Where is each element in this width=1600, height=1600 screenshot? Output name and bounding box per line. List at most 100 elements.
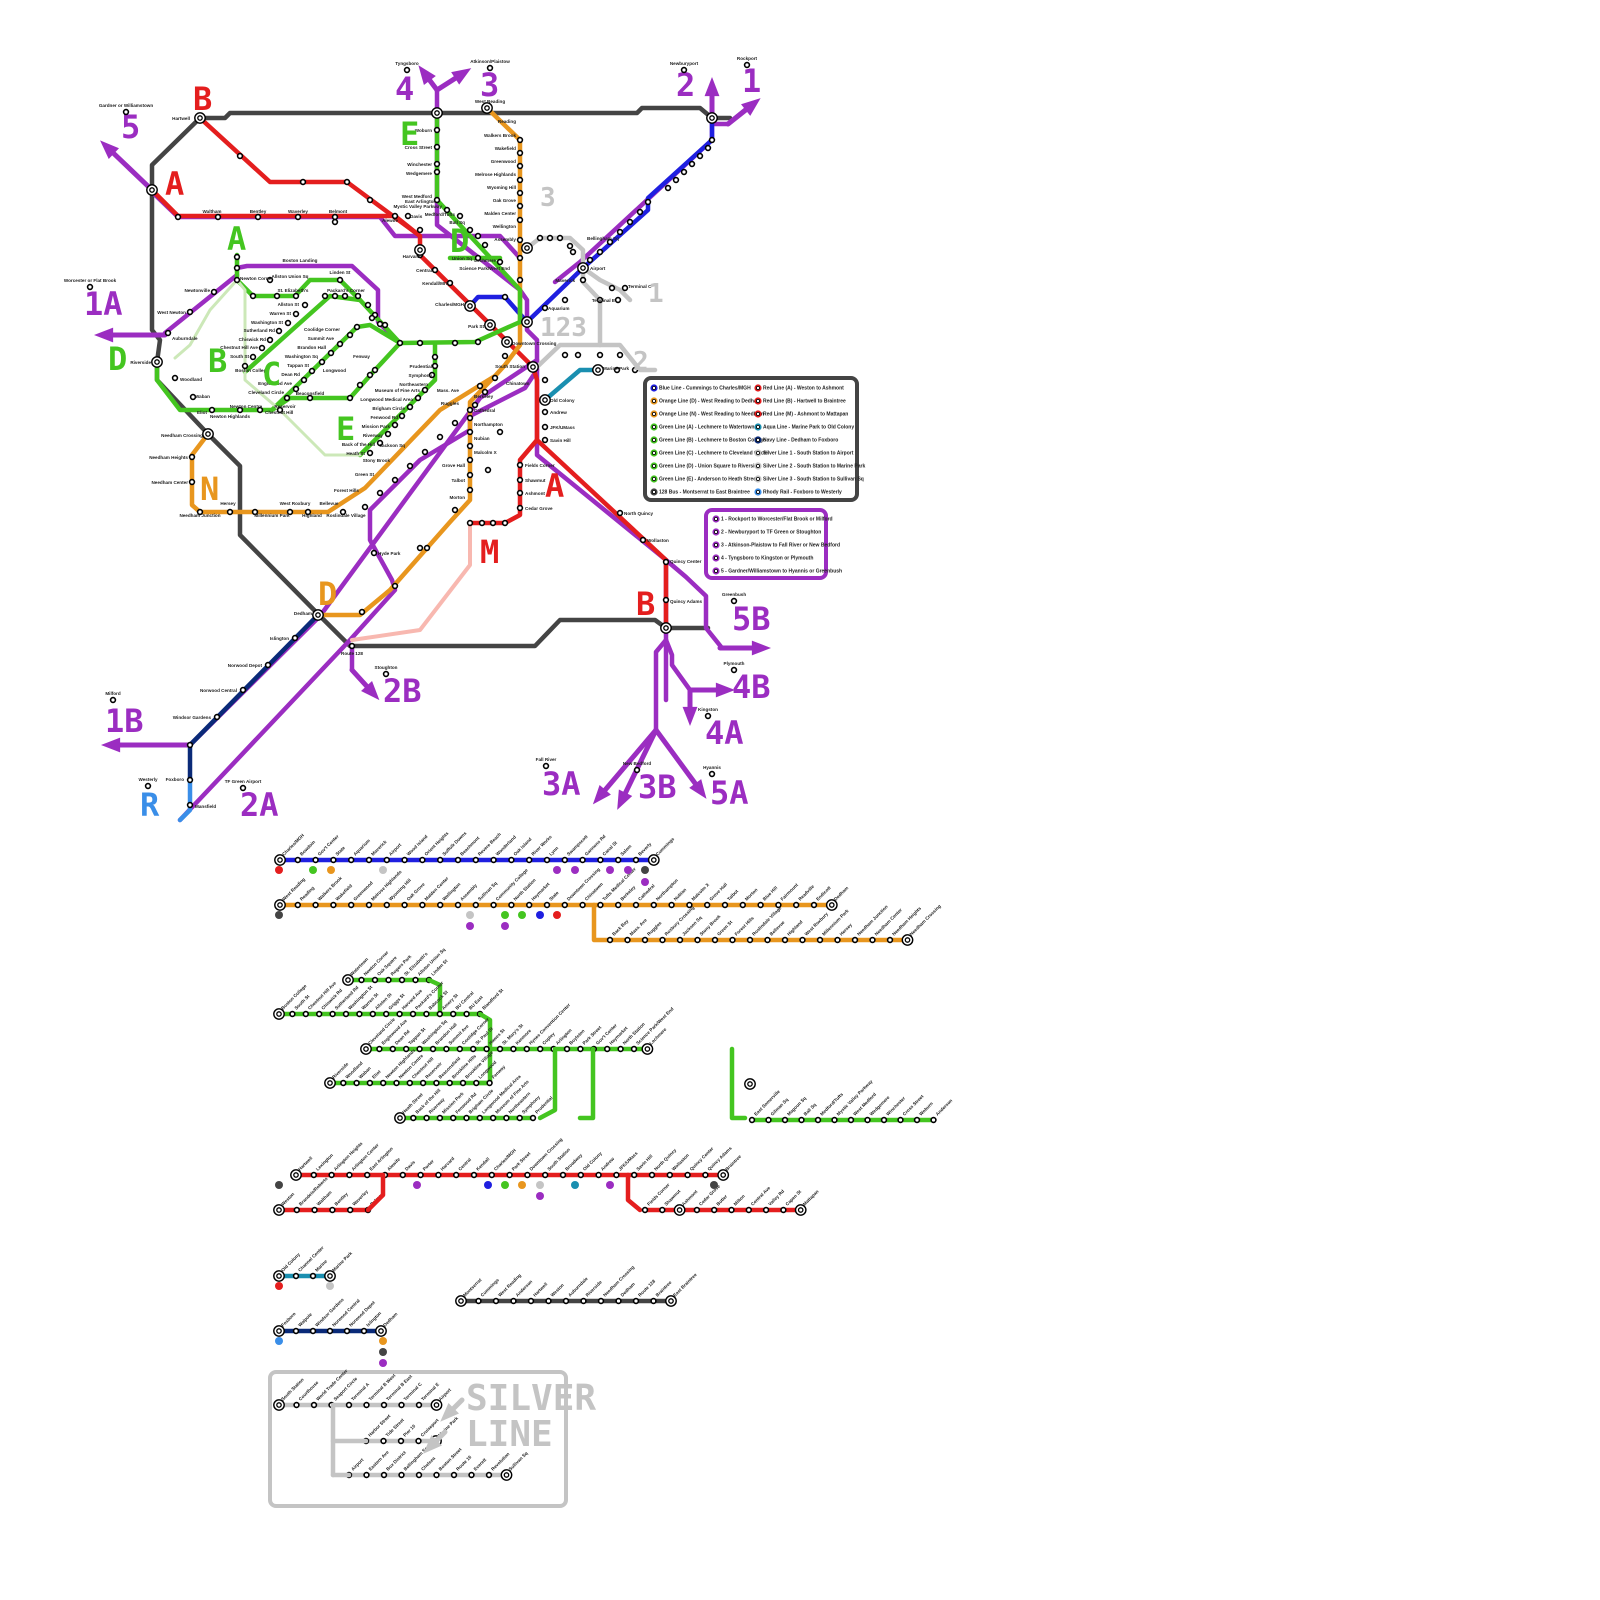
strip-station[interactable] [470, 1045, 477, 1053]
strip-station[interactable] [330, 856, 337, 864]
station-stop[interactable] [484, 466, 492, 474]
strip-station[interactable] [780, 1206, 787, 1214]
station-stop[interactable] [318, 358, 326, 366]
station-stop[interactable] [286, 508, 294, 516]
station-stop[interactable] [214, 213, 222, 221]
station-stop[interactable] [406, 403, 414, 411]
station-stop[interactable] [276, 406, 284, 414]
strip-station[interactable] [880, 1116, 888, 1124]
strip-station[interactable] [406, 1079, 413, 1087]
station-stop[interactable] [256, 406, 264, 414]
station-stop[interactable] [331, 213, 339, 221]
station-stop[interactable] [672, 176, 680, 184]
strip-station[interactable] [419, 856, 426, 864]
station-stop[interactable] [186, 741, 194, 749]
station-stop[interactable] [189, 393, 197, 401]
strip-station[interactable] [765, 1116, 772, 1124]
station-stop[interactable] [451, 339, 459, 347]
strip-station[interactable] [686, 901, 693, 909]
station-stop[interactable] [406, 462, 414, 470]
strip-station[interactable] [632, 901, 640, 909]
station-stop[interactable] [343, 178, 351, 186]
station-stop[interactable] [208, 406, 216, 414]
station-stop[interactable] [294, 213, 302, 221]
station-stop[interactable] [273, 292, 281, 300]
commuter-terminal-stop[interactable] [144, 782, 152, 790]
strip-station[interactable] [310, 1171, 317, 1179]
station-stop[interactable] [396, 339, 404, 347]
station-stop[interactable] [626, 218, 634, 226]
station-stop[interactable] [249, 353, 257, 361]
strip-station[interactable] [617, 1045, 624, 1053]
strip-station[interactable] [624, 936, 631, 944]
strip-station[interactable] [294, 901, 301, 909]
station-stop[interactable] [481, 241, 489, 249]
commuter-terminal-stop[interactable] [704, 712, 712, 720]
strip-station[interactable] [666, 1171, 673, 1179]
strip-station[interactable] [831, 1116, 838, 1124]
strip-station[interactable] [340, 1079, 347, 1087]
commuter-terminal-stop[interactable] [382, 670, 390, 678]
strip-station[interactable] [746, 936, 754, 944]
station-stop[interactable] [210, 288, 218, 296]
strip-station[interactable] [433, 1471, 440, 1479]
station-stop[interactable] [696, 152, 704, 160]
strip-station[interactable] [348, 856, 355, 864]
station-stop[interactable] [680, 168, 688, 176]
commuter-terminal-stop[interactable] [730, 597, 738, 605]
strip-station[interactable] [364, 1171, 371, 1179]
station-stop[interactable] [616, 351, 624, 359]
station-stop[interactable] [164, 329, 172, 337]
strip-station[interactable] [416, 1045, 423, 1053]
strip-station[interactable] [543, 856, 551, 864]
station-stop[interactable] [556, 234, 564, 242]
strip-station[interactable] [401, 856, 408, 864]
strip-station[interactable] [328, 1171, 335, 1179]
station-stop[interactable] [561, 351, 569, 359]
commuter-terminal-stop[interactable] [486, 64, 494, 72]
station-stop[interactable] [516, 176, 524, 184]
strip-station[interactable] [363, 1471, 370, 1479]
strip-station[interactable] [869, 936, 876, 944]
strip-station[interactable] [814, 1116, 822, 1124]
strip-station[interactable] [468, 1471, 475, 1479]
strip-station[interactable] [496, 1045, 504, 1053]
strip-station[interactable] [363, 1401, 370, 1409]
strip-station[interactable] [456, 1045, 463, 1053]
station-stop[interactable] [496, 258, 504, 266]
station-stop[interactable] [446, 279, 454, 287]
station-stop[interactable] [292, 292, 300, 300]
strip-station[interactable] [409, 1010, 417, 1018]
strip-station[interactable] [739, 901, 746, 909]
station-stop[interactable] [376, 439, 384, 447]
station-stop[interactable] [174, 213, 182, 221]
station-stop[interactable] [421, 448, 429, 456]
station-stop[interactable] [376, 489, 384, 497]
station-stop[interactable] [299, 178, 307, 186]
strip-station[interactable] [710, 1206, 718, 1214]
strip-station[interactable] [383, 901, 390, 909]
strip-station[interactable] [524, 1171, 531, 1179]
strip-station[interactable] [561, 856, 568, 864]
strip-station[interactable] [470, 1171, 478, 1179]
station-stop[interactable] [466, 471, 474, 479]
station-stop[interactable] [186, 776, 194, 784]
station-stop[interactable] [233, 276, 241, 284]
station-stop[interactable] [496, 428, 504, 436]
strip-station[interactable] [403, 1045, 410, 1053]
strip-station[interactable] [396, 1010, 403, 1018]
station-stop[interactable] [433, 168, 441, 176]
station-stop[interactable] [516, 202, 524, 210]
strip-station[interactable] [380, 1401, 388, 1409]
strip-station[interactable] [606, 936, 614, 944]
strip-station[interactable] [289, 1010, 296, 1018]
commuter-terminal-stop[interactable] [403, 66, 411, 74]
strip-station[interactable] [684, 1171, 691, 1179]
station-stop[interactable] [304, 508, 312, 516]
strip-station[interactable] [721, 901, 729, 909]
station-stop[interactable] [621, 284, 629, 292]
station-stop[interactable] [423, 544, 431, 552]
strip-station[interactable] [659, 936, 666, 944]
station-stop[interactable] [254, 213, 262, 221]
station-stop[interactable] [451, 506, 459, 514]
